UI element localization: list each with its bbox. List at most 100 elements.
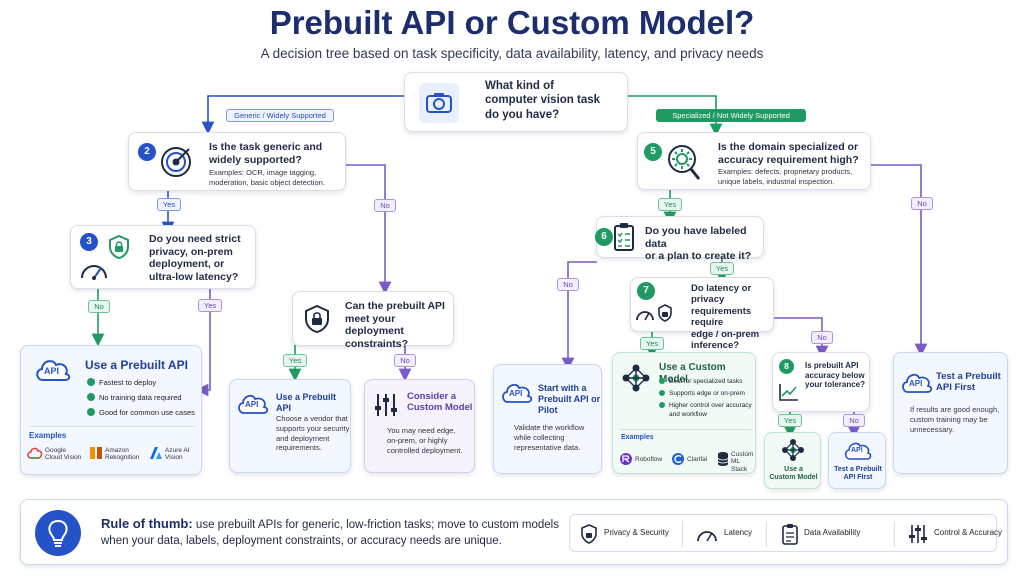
edge-label-n6-yes: Yes xyxy=(710,262,734,275)
api-cloud-icon: API xyxy=(33,354,73,384)
bullet: No training data required xyxy=(87,393,182,402)
api-icon-label: API xyxy=(245,400,259,409)
edge-label-n7-yes: Yes xyxy=(640,337,664,350)
check-icon xyxy=(659,402,665,408)
azure-ai-vision-logo xyxy=(149,446,163,460)
step-number-2: 2 xyxy=(138,143,156,161)
outcome-prebuilt-main-title: Use a Prebuilt API xyxy=(85,358,188,372)
legend-divider xyxy=(766,521,767,547)
example-clarifai-label: Clarifai xyxy=(687,456,708,463)
lightbulb-icon xyxy=(35,510,81,556)
gauge-icon xyxy=(79,258,109,282)
edge-n5-no xyxy=(870,164,928,357)
page-title: Prebuilt API or Custom Model? xyxy=(269,4,755,41)
amazon-rekognition-logo xyxy=(89,446,103,460)
shield-lock-icon xyxy=(303,304,331,334)
edge-n3-yes xyxy=(195,288,211,397)
edge-label-n3-no: No xyxy=(88,300,110,313)
api-cloud-icon: API xyxy=(236,390,270,416)
edge-label-n7-no: No xyxy=(811,331,833,344)
edge-label-n5-yes: Yes xyxy=(658,198,682,211)
camera-icon xyxy=(419,83,459,123)
legend-privacy-label: Privacy & Security xyxy=(604,528,669,537)
sliders-icon xyxy=(908,524,928,544)
edge-label-n5-no: No xyxy=(911,197,933,210)
outcome-custom-main-title: Use a Custom Model xyxy=(659,362,726,385)
bullet: Fastest to deploy xyxy=(87,378,156,387)
api-cloud-icon: API xyxy=(900,369,934,395)
edge-root-left xyxy=(201,95,405,135)
shield-lock-icon xyxy=(657,304,673,323)
rule-of-thumb-label: Rule of thumb: xyxy=(101,516,193,531)
divider xyxy=(619,429,751,430)
roboflow-logo xyxy=(619,452,633,466)
network-icon xyxy=(781,438,805,462)
edge-label-n2-yes: Yes xyxy=(157,198,181,211)
custom-ml-stack-icon xyxy=(717,451,729,467)
lock-icon xyxy=(580,524,598,544)
branch-label-specialized: Specialized / Not Widely Supported xyxy=(656,109,806,122)
edge-n2-no xyxy=(345,164,392,295)
api-cloud-icon: API xyxy=(843,438,873,462)
api-cloud-icon: API xyxy=(500,379,534,405)
divider xyxy=(29,426,195,427)
node-2-examples: Examples: OCR, image tagging,moderation,… xyxy=(209,168,325,187)
outcome-prebuilt-vendor-title: Use a Prebuilt API xyxy=(276,392,337,413)
examples-heading: Examples xyxy=(29,431,67,440)
legend-latency-label: Latency xyxy=(724,528,753,537)
google-cloud-vision-logo xyxy=(27,446,43,460)
edge-label-n8-yes: Yes xyxy=(778,414,802,427)
legend-control-label: Control & Accuracy xyxy=(934,528,1003,537)
legend-divider xyxy=(894,521,895,547)
step-number-8: 8 xyxy=(779,359,794,374)
legend-data-label: Data Availability xyxy=(804,528,861,537)
clipboard-icon xyxy=(782,523,798,545)
outcome-prebuilt-vendor: API Use a Prebuilt API Choose a vendor t… xyxy=(229,379,351,473)
step-number-3: 3 xyxy=(80,233,98,251)
check-icon xyxy=(87,393,95,401)
step-number-7: 7 xyxy=(637,282,655,300)
step-number-6: 6 xyxy=(595,228,613,246)
network-icon xyxy=(621,363,651,393)
legend-box: Privacy & Security Latency Data Availabi… xyxy=(569,514,1002,552)
outcome-custom-main: Use a Custom Model Best for specialized … xyxy=(612,352,756,474)
clarifai-logo xyxy=(671,452,685,466)
check-icon xyxy=(659,378,665,384)
target-icon xyxy=(159,145,193,179)
shield-lock-icon xyxy=(107,234,131,260)
example-roboflow-label: Roboflow xyxy=(635,456,663,463)
edge-label-n8-no: No xyxy=(843,414,865,427)
bullet: Good for common use cases xyxy=(87,408,195,417)
chart-trend-icon xyxy=(779,383,799,401)
gear-search-icon xyxy=(666,143,702,183)
api-icon-label: API xyxy=(509,389,523,398)
api-icon-label: API xyxy=(851,447,863,454)
edge-label-n2-no: No xyxy=(374,199,396,212)
